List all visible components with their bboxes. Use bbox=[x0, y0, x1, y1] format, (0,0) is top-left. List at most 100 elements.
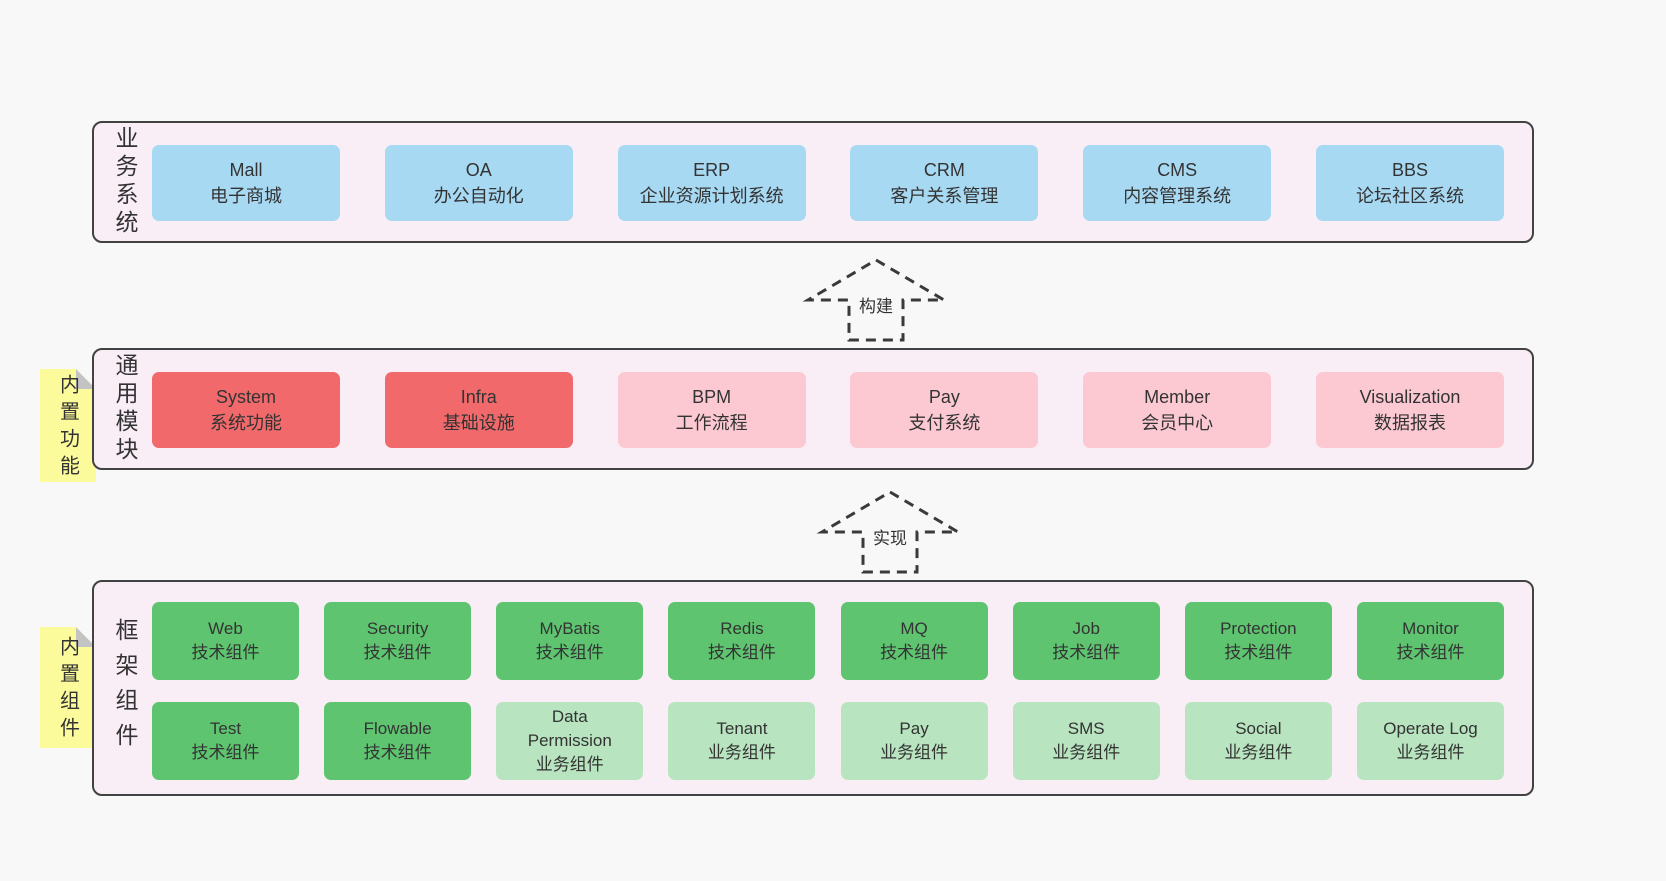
box-title: CMS bbox=[1157, 160, 1198, 180]
band-common-modules: 通用模块 System 系统功能 Infra 基础设施 BPM 工作流程 Pay… bbox=[92, 348, 1534, 470]
box-title: Security bbox=[366, 619, 429, 638]
box-subtitle: 技术组件 bbox=[535, 643, 604, 662]
box-subtitle: 技术组件 bbox=[707, 643, 776, 662]
box-title: BPM bbox=[692, 387, 732, 407]
band-business-systems: 业务系统 Mall 电子商城 OA 办公自动化 ERP 企业资源计划系统 CRM… bbox=[92, 121, 1534, 243]
box-subtitle: 系统功能 bbox=[210, 413, 282, 433]
box-infra: Infra 基础设施 bbox=[384, 372, 573, 448]
box-title: ERP bbox=[693, 160, 731, 180]
box-subtitle: 支付系统 bbox=[908, 413, 981, 433]
box-subtitle: 技术组件 bbox=[363, 743, 432, 762]
box-subtitle: 技术组件 bbox=[191, 743, 260, 762]
box-pay-business: Pay 业务组件 bbox=[840, 702, 988, 780]
sticky-note-label: 内置功能 bbox=[56, 373, 79, 482]
box-subtitle: 技术组件 bbox=[1224, 643, 1293, 662]
box-subtitle: 技术组件 bbox=[880, 643, 949, 662]
sticky-note-label: 内置组件 bbox=[56, 635, 79, 744]
box-system: System 系统功能 bbox=[152, 372, 340, 448]
box-title: Infra bbox=[460, 387, 497, 407]
up-block-arrow-implement: 实现 bbox=[816, 490, 964, 574]
up-arrow-shape-icon bbox=[802, 258, 950, 342]
box-title: Test bbox=[209, 719, 242, 738]
sticky-note-builtin-components: 内置组件 bbox=[40, 627, 96, 748]
box-job: Job 技术组件 bbox=[1012, 602, 1160, 680]
band-business-row: Mall 电子商城 OA 办公自动化 ERP 企业资源计划系统 CRM 客户关系… bbox=[152, 145, 1504, 221]
box-flowable: Flowable 技术组件 bbox=[324, 702, 472, 780]
box-web: Web 技术组件 bbox=[152, 602, 299, 680]
box-bpm: BPM 工作流程 bbox=[617, 372, 806, 448]
box-test: Test 技术组件 bbox=[152, 702, 299, 780]
box-title: Tenant bbox=[716, 719, 768, 738]
box-title: SMS bbox=[1067, 719, 1105, 738]
box-member: Member 会员中心 bbox=[1083, 372, 1272, 448]
box-title: MyBatis bbox=[539, 619, 601, 638]
box-subtitle: 业务组件 bbox=[707, 743, 776, 762]
box-title: BBS bbox=[1391, 160, 1428, 180]
box-subtitle: 技术组件 bbox=[1052, 643, 1121, 662]
box-title: Protection bbox=[1220, 619, 1297, 638]
box-title: Mall bbox=[229, 160, 263, 180]
box-title: MQ bbox=[900, 619, 928, 638]
box-security: Security 技术组件 bbox=[324, 602, 472, 680]
box-erp: ERP 企业资源计划系统 bbox=[617, 145, 806, 221]
box-title: Monitor bbox=[1402, 619, 1459, 638]
box-data-permission: Data Permission 业务组件 bbox=[496, 702, 644, 780]
box-title: Visualization bbox=[1359, 387, 1461, 407]
box-mybatis: MyBatis 技术组件 bbox=[496, 602, 644, 680]
box-crm: CRM 客户关系管理 bbox=[850, 145, 1039, 221]
box-subtitle: 数据报表 bbox=[1373, 413, 1446, 433]
box-subtitle: 工作流程 bbox=[675, 413, 748, 433]
box-subtitle: 企业资源计划系统 bbox=[639, 186, 784, 206]
box-oa: OA 办公自动化 bbox=[384, 145, 573, 221]
band-components-row-1: Web 技术组件 Security 技术组件 MyBatis 技术组件 Redi… bbox=[152, 602, 1504, 680]
box-subtitle: 业务组件 bbox=[1052, 743, 1121, 762]
box-title: Flowable bbox=[363, 719, 432, 738]
box-subtitle: 会员中心 bbox=[1141, 413, 1214, 433]
box-title: System bbox=[215, 387, 276, 407]
box-sms: SMS 业务组件 bbox=[1012, 702, 1160, 780]
box-title: Redis bbox=[720, 619, 764, 638]
box-bbs: BBS 论坛社区系统 bbox=[1315, 145, 1504, 221]
box-subtitle: 业务组件 bbox=[535, 755, 604, 774]
box-redis: Redis 技术组件 bbox=[668, 602, 816, 680]
box-subtitle: 技术组件 bbox=[191, 643, 260, 662]
box-title: CRM bbox=[923, 160, 965, 180]
box-subtitle: 技术组件 bbox=[363, 643, 432, 662]
box-tenant: Tenant 业务组件 bbox=[668, 702, 816, 780]
band-label-framework-components: 框架组件 bbox=[112, 618, 138, 758]
box-pay: Pay 支付系统 bbox=[850, 372, 1039, 448]
box-subtitle: 办公自动化 bbox=[433, 186, 524, 206]
box-mq: MQ 技术组件 bbox=[840, 602, 988, 680]
box-title: Web bbox=[208, 619, 243, 638]
box-subtitle: 业务组件 bbox=[1396, 743, 1465, 762]
box-subtitle: 论坛社区系统 bbox=[1355, 186, 1464, 206]
box-title: Pay bbox=[928, 387, 960, 407]
box-title: Member bbox=[1144, 387, 1211, 407]
box-subtitle: 技术组件 bbox=[1396, 643, 1465, 662]
box-subtitle: 内容管理系统 bbox=[1123, 186, 1232, 206]
box-subtitle: 电子商城 bbox=[210, 186, 282, 206]
box-title: OA bbox=[465, 160, 492, 180]
band-label-business-systems: 业务系统 bbox=[112, 126, 138, 238]
box-social: Social 业务组件 bbox=[1184, 702, 1332, 780]
arrow-label-implement: 实现 bbox=[870, 524, 910, 549]
box-title: Social bbox=[1235, 719, 1282, 738]
sticky-note-builtin-functions: 内置功能 bbox=[40, 369, 96, 482]
box-mall: Mall 电子商城 bbox=[152, 145, 340, 221]
box-title: Operate Log bbox=[1383, 719, 1478, 738]
box-subtitle: 客户关系管理 bbox=[890, 186, 999, 206]
band-modules-row: System 系统功能 Infra 基础设施 BPM 工作流程 Pay 支付系统… bbox=[152, 372, 1504, 448]
box-cms: CMS 内容管理系统 bbox=[1083, 145, 1272, 221]
box-monitor: Monitor 技术组件 bbox=[1356, 602, 1504, 680]
box-title: Pay bbox=[899, 719, 929, 738]
band-label-common-modules: 通用模块 bbox=[112, 353, 138, 465]
box-subtitle: 业务组件 bbox=[1224, 743, 1293, 762]
box-operate-log: Operate Log 业务组件 bbox=[1356, 702, 1504, 780]
band-components-row-2: Test 技术组件 Flowable 技术组件 Data Permission … bbox=[152, 702, 1504, 780]
box-visualization: Visualization 数据报表 bbox=[1315, 372, 1504, 448]
box-title: Job bbox=[1072, 619, 1100, 638]
box-title: Data Permission bbox=[527, 707, 612, 750]
arrow-label-build: 构建 bbox=[856, 292, 896, 317]
up-arrow-shape-icon bbox=[816, 490, 964, 574]
